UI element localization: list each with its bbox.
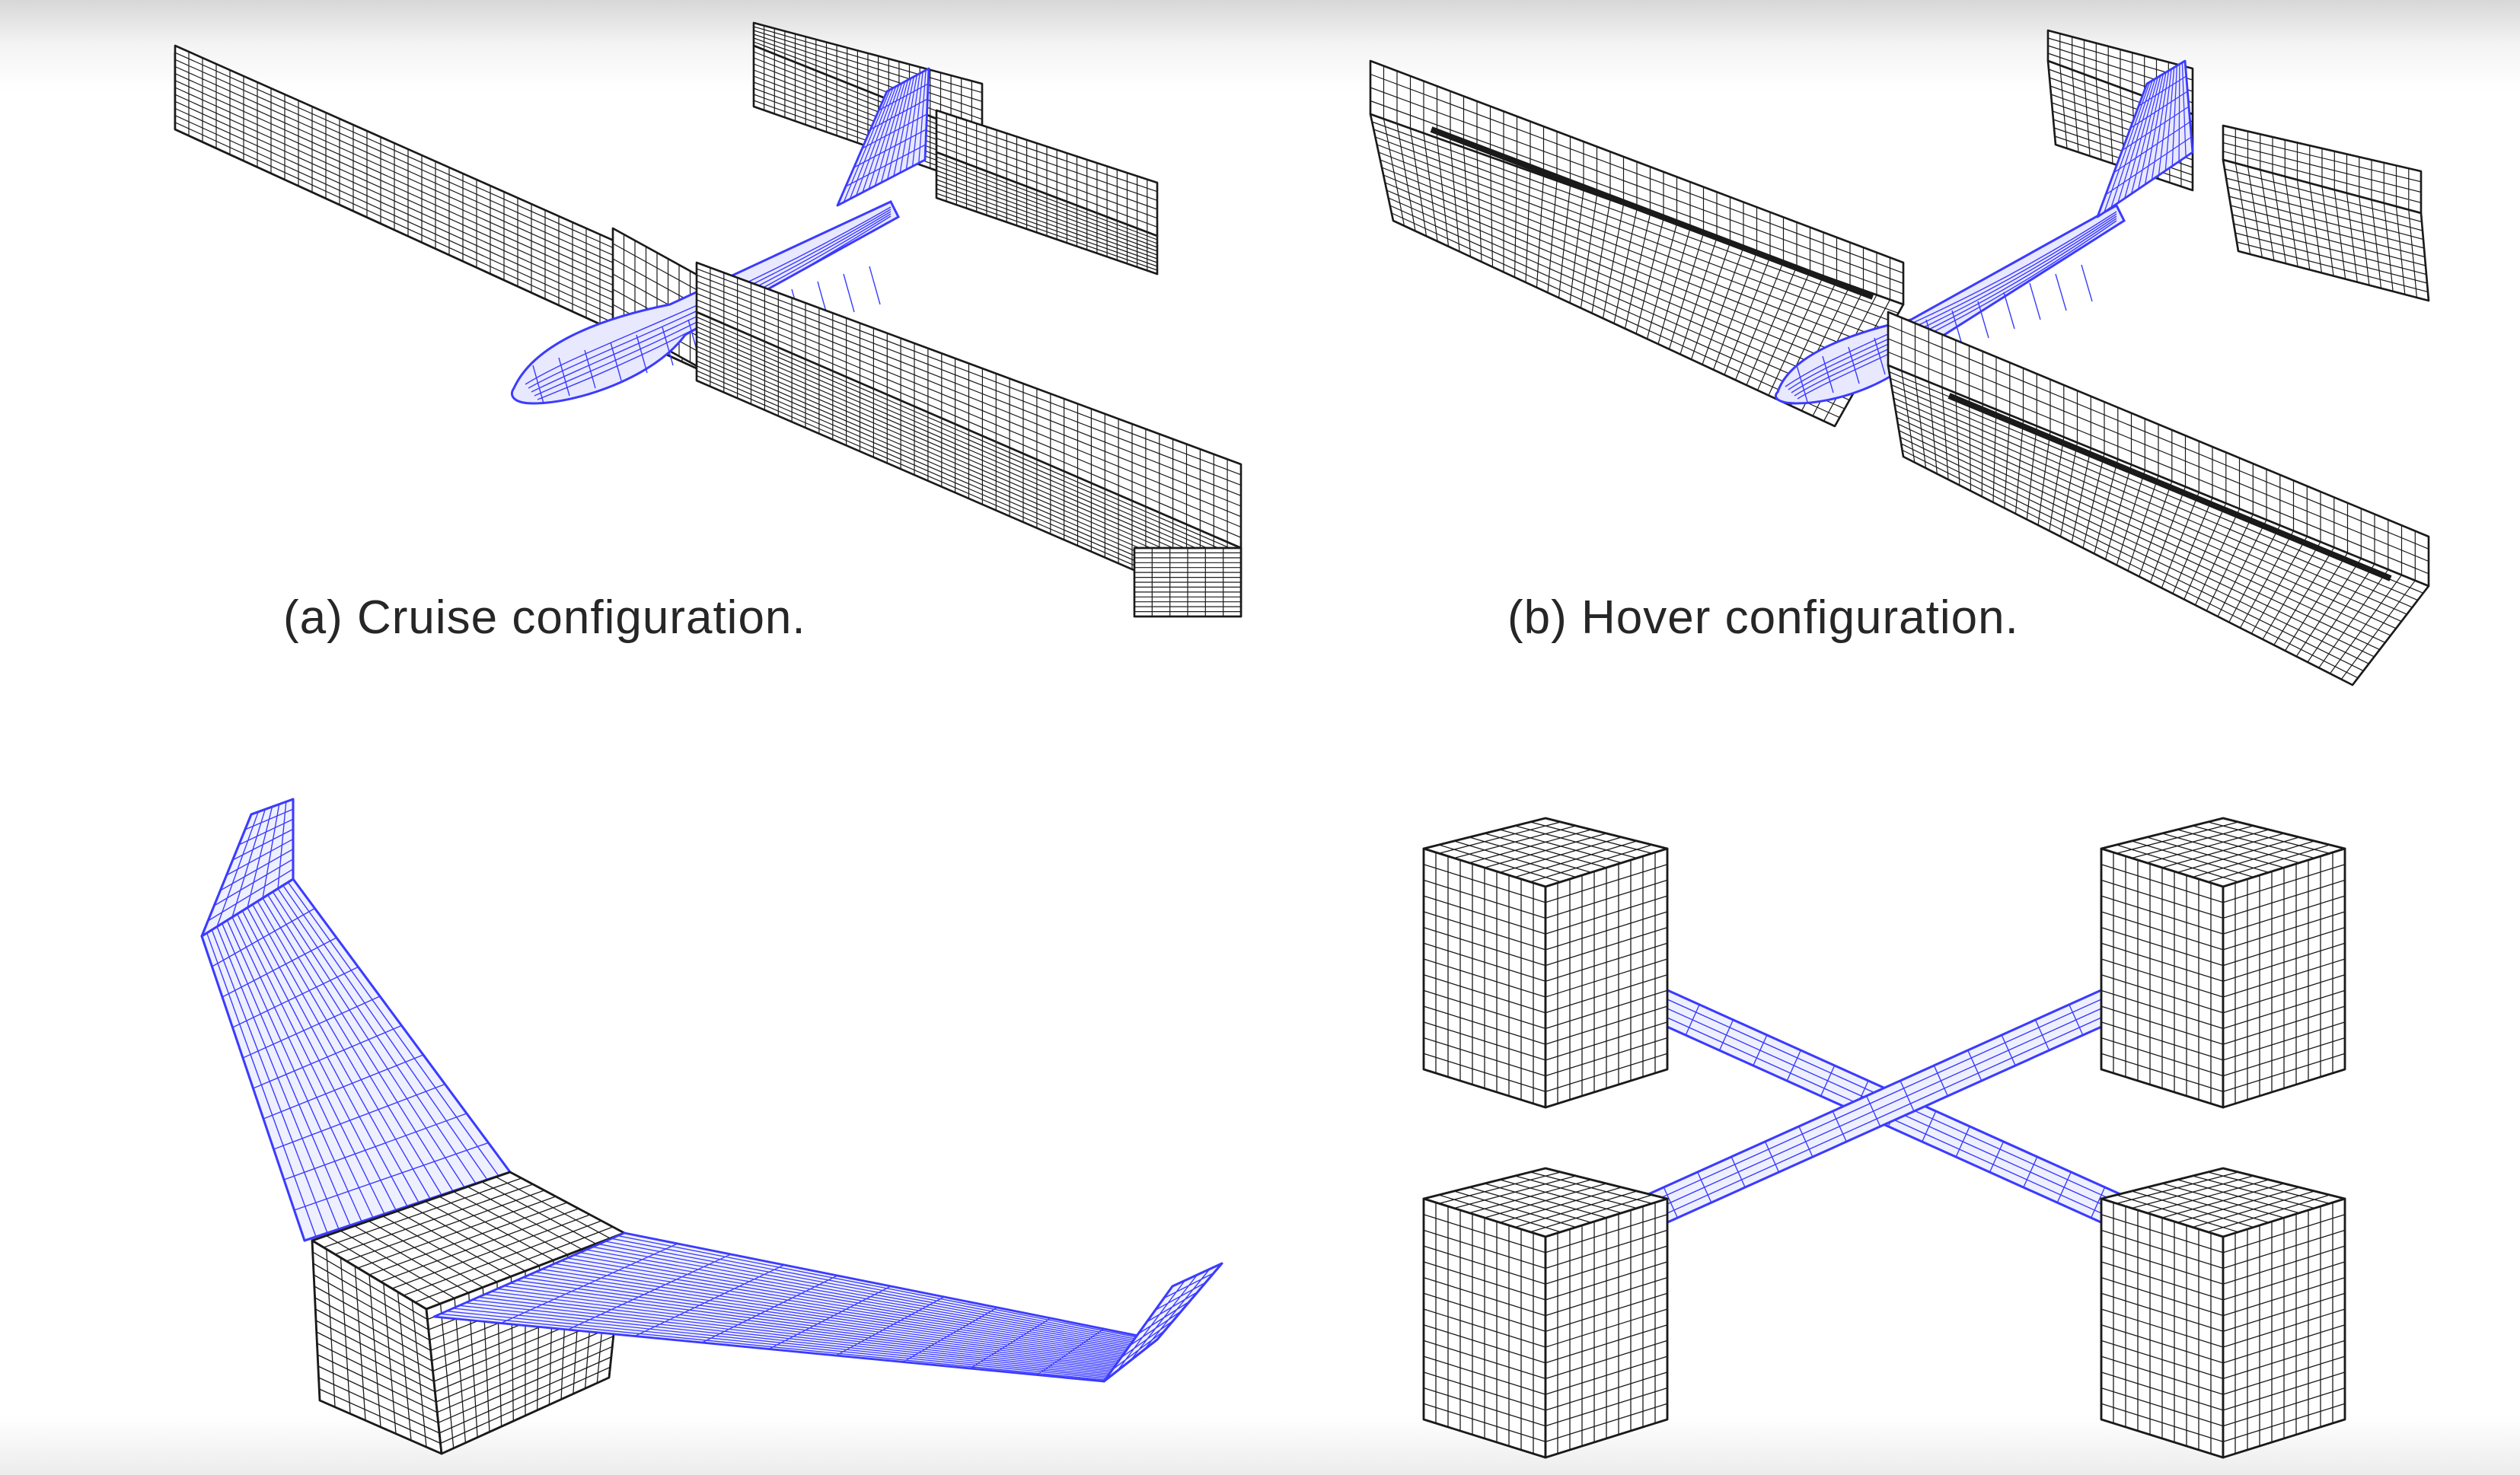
duct-side-right (2222, 1197, 2346, 1459)
duct-front-left (1422, 1167, 1669, 1459)
duct-side-right (1544, 847, 1669, 1109)
left-winglet-mesh (200, 798, 295, 938)
panel-hover-configuration (1369, 29, 2430, 687)
duct-side-left (1422, 1197, 1547, 1459)
panel-flying-wing (200, 798, 1223, 1455)
left-wing-mesh (200, 878, 512, 1242)
duct-rear-right (2100, 817, 2346, 1109)
duct-rear-left (1422, 817, 1669, 1109)
tail-duct-right-side (2222, 158, 2430, 302)
duct-side-left (1422, 847, 1547, 1109)
panel-quad-ducts (1422, 817, 2346, 1459)
wing-front-right-end (1133, 546, 1242, 618)
caption-hover-configuration: (b) Hover configuration. (1507, 591, 2019, 644)
tail-right-side (935, 151, 1159, 276)
duct-side-left (2100, 847, 2225, 1109)
vertical-tail-mesh (836, 67, 930, 207)
caption-cruise-configuration: (a) Cruise configuration. (283, 591, 806, 644)
duct-side-left (2100, 1197, 2225, 1459)
panel-cruise-configuration (174, 21, 1242, 618)
duct-side-right (2222, 847, 2346, 1109)
duct-front-right-side (1887, 364, 2430, 687)
right-winglet-mesh (1102, 1262, 1223, 1383)
duct-front-right (2100, 1167, 2346, 1459)
duct-side-right (1544, 1197, 1669, 1459)
vertical-tail-mesh (2096, 59, 2194, 218)
